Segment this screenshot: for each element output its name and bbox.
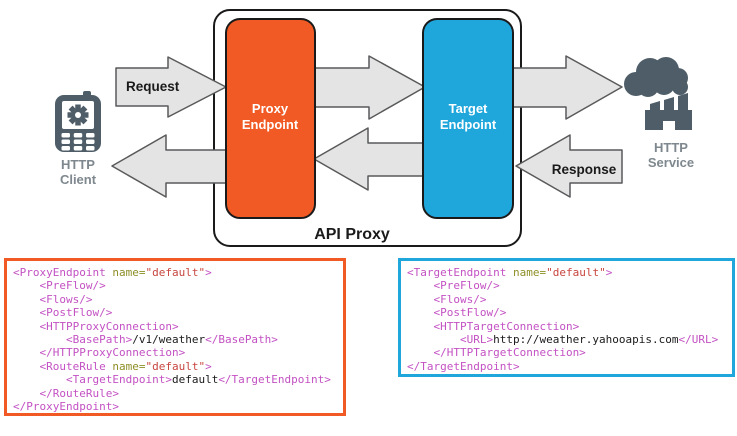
phone-keypad [61,133,95,151]
target-endpoint-box [422,18,514,219]
code-line: <ProxyEndpoint name="default"> [13,266,212,279]
proxy-endpoint-label-line2: Endpoint [242,117,299,132]
target-endpoint-code-panel: <TargetEndpoint name="default"> <PreFlow… [398,258,735,377]
code-line: </RouteRule> [13,386,119,400]
smoke-cloud-icon [624,57,688,97]
code-line: </HTTPTargetConnection> [407,346,586,360]
http-service-label-line1: HTTP [654,140,688,155]
target-endpoint-label-line2: Endpoint [440,117,497,132]
http-client-label-line1: HTTP [61,157,95,172]
http-service-label-line2: Service [648,155,694,170]
code-line: <TargetEndpoint>default</TargetEndpoint> [13,373,331,387]
http-client-label-line2: Client [60,172,97,187]
proxy-endpoint-box [225,18,316,219]
proxy-endpoint-code-panel: <ProxyEndpoint name="default"> <PreFlow/… [4,258,346,416]
http-client-icon [55,91,101,152]
api-proxy-diagram: Proxy Endpoint Target Endpoint Request R… [55,9,694,247]
request-label: Request [126,79,180,94]
code-line: <PreFlow/> [407,279,500,293]
code-line: </ProxyEndpoint> [13,400,119,414]
code-line: <Flows/> [13,292,93,306]
api-proxy-label: API Proxy [314,226,390,243]
code-line: <HTTPTargetConnection> [407,319,580,333]
http-service-icon [624,57,692,130]
target-to-service-arrow [511,55,623,120]
response-label: Response [552,162,617,177]
response-arrow [515,134,623,198]
target-endpoint-label-line1: Target [449,101,488,116]
code-line: <PostFlow/> [407,306,507,320]
code-line: <Flows/> [407,292,487,306]
code-line: <TargetEndpoint name="default"> [407,266,613,279]
code-line: <HTTPProxyConnection> [13,319,179,333]
code-line: </HTTPProxyConnection> [13,346,186,360]
request-arrow [115,56,227,118]
code-line: <BasePath>/v1/weather</BasePath> [13,333,278,347]
factory-icon [645,93,692,130]
code-line: <URL>http://weather.yahooapis.com</URL> [407,333,719,347]
proxy-to-client-arrow [111,134,231,198]
code-line: </TargetEndpoint> [407,359,520,373]
proxy-to-target-arrow [312,55,426,120]
proxy-endpoint-label-line1: Proxy [252,101,289,116]
code-line: <RouteRule name="default"> [13,359,212,373]
code-line: <PostFlow/> [13,306,113,320]
gear-icon [67,104,89,126]
code-line: <PreFlow/> [13,279,106,293]
